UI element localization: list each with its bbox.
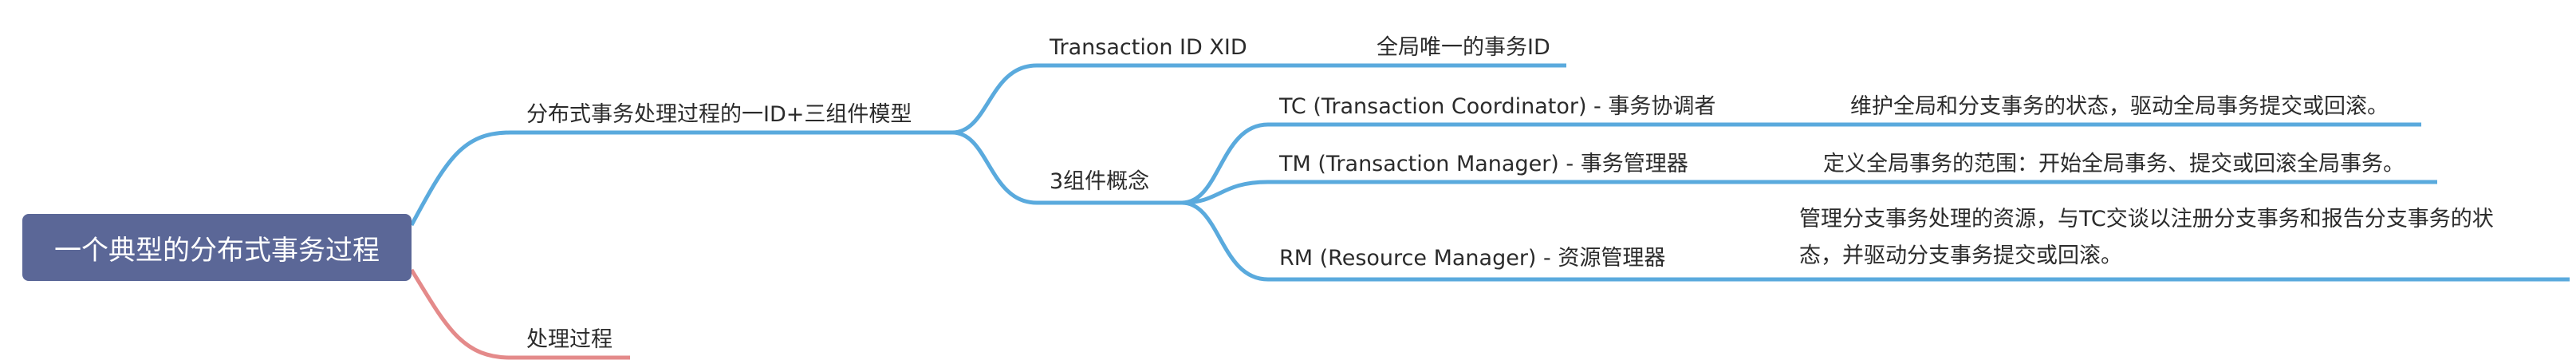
topic-process-label: 处理过程 bbox=[526, 327, 612, 352]
connector-components-to-tc bbox=[1181, 122, 2421, 205]
tm-description-text: 定义全局事务的范围：开始全局事务、提交或回滚全局事务。 bbox=[1823, 152, 2405, 176]
topic-xid-label: Transaction ID XID bbox=[1050, 35, 1247, 60]
topic-process[interactable]: 处理过程 bbox=[526, 329, 612, 350]
xid-description-text: 全局唯一的事务ID bbox=[1377, 35, 1550, 60]
root-topic[interactable]: 一个典型的分布式事务过程 bbox=[22, 214, 412, 281]
topic-tc-label: TC (Transaction Coordinator) - 事务协调者 bbox=[1279, 94, 1716, 119]
tc-description-text: 维护全局和分支事务的状态，驱动全局事务提交或回滚。 bbox=[1850, 94, 2389, 119]
topic-model[interactable]: 分布式事务处理过程的一ID+三组件模型 bbox=[526, 104, 912, 125]
rm-description-line-1: 管理分支事务处理的资源，与TC交谈以注册分支事务和报告分支事务的状 bbox=[1799, 207, 2494, 231]
connector-components-to-tm bbox=[1181, 180, 2437, 205]
connector-components-to-rm bbox=[1181, 200, 2570, 282]
topic-tc-description: 维护全局和分支事务的状态，驱动全局事务提交或回滚。 bbox=[1850, 96, 2389, 117]
connector-model-to-xid bbox=[951, 63, 1566, 135]
topic-components-label: 3组件概念 bbox=[1050, 169, 1150, 194]
topic-tm-description: 定义全局事务的范围：开始全局事务、提交或回滚全局事务。 bbox=[1823, 153, 2405, 175]
topic-components[interactable]: 3组件概念 bbox=[1050, 171, 1149, 192]
topic-rm-label: RM (Resource Manager) - 资源管理器 bbox=[1279, 246, 1666, 271]
topic-tm[interactable]: TM (Transaction Manager) - 事务管理器 bbox=[1279, 153, 1688, 175]
topic-rm[interactable]: RM (Resource Manager) - 资源管理器 bbox=[1279, 247, 1665, 269]
topic-tc[interactable]: TC (Transaction Coordinator) - 事务协调者 bbox=[1279, 96, 1715, 117]
topic-xid-description: 全局唯一的事务ID bbox=[1377, 37, 1550, 58]
root-topic-label: 一个典型的分布式事务过程 bbox=[54, 234, 380, 267]
topic-xid[interactable]: Transaction ID XID bbox=[1050, 37, 1247, 58]
rm-description-line-2: 态，并驱动分支事务提交或回滚。 bbox=[1799, 243, 2122, 268]
topic-rm-description: 管理分支事务处理的资源，与TC交谈以注册分支事务和报告分支事务的状 态，并驱动分… bbox=[1799, 201, 2494, 275]
topic-tm-label: TM (Transaction Manager) - 事务管理器 bbox=[1279, 152, 1688, 176]
connector-model-to-components bbox=[951, 130, 1182, 205]
connector-root-to-model bbox=[409, 130, 952, 227]
connector-root-to-process bbox=[409, 268, 630, 360]
topic-model-label: 分布式事务处理过程的一ID+三组件模型 bbox=[526, 102, 912, 127]
